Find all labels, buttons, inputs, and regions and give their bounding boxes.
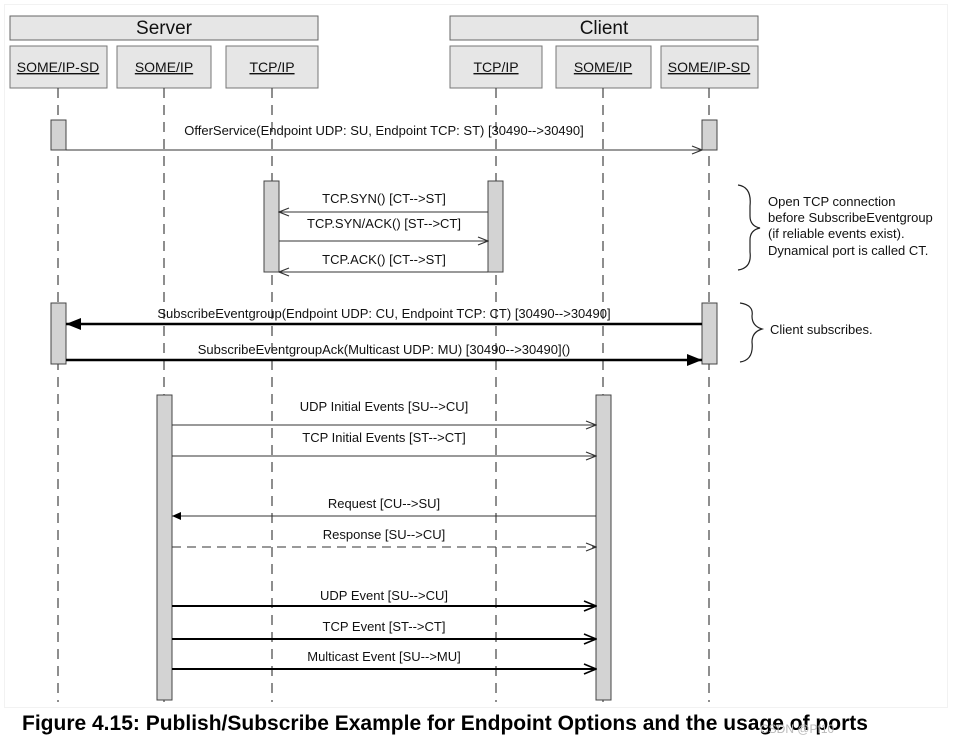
server-group-box (9, 15, 319, 41)
request-arrowhead (172, 512, 181, 520)
lifeline-label: SOME/IP-SD (17, 59, 99, 75)
message-subscribe-eventgroup-ack: SubscribeEventgroupAck(Multicast UDP: MU… (66, 342, 702, 366)
message-label: TCP Initial Events [ST-->CT] (302, 430, 465, 445)
activation-bar (50, 302, 67, 365)
message-label: Multicast Event [SU-->MU] (307, 649, 461, 664)
figure-caption: Figure 4.15: Publish/Subscribe Example f… (22, 712, 868, 735)
message-tcp-initial-events: TCP Initial Events [ST-->CT] (172, 430, 596, 456)
message-label: TCP.SYN/ACK() [ST-->CT] (307, 216, 461, 231)
message-multicast-event: Multicast Event [SU-->MU] (172, 649, 596, 669)
message-tcp-syn-ack: TCP.SYN/ACK() [ST-->CT] (279, 216, 488, 241)
activation-bar (701, 302, 718, 365)
message-label: TCP Event [ST-->CT] (323, 619, 446, 634)
message-tcp-ack: TCP.ACK() [CT-->ST] (279, 252, 488, 272)
message-label: TCP.ACK() [CT-->ST] (322, 252, 446, 267)
activation-bar (701, 119, 718, 151)
message-label: SubscribeEventgroup(Endpoint UDP: CU, En… (157, 306, 610, 321)
lifeline-header-client-someip-sd: SOME/IP-SD (660, 45, 759, 89)
note-line: (if reliable events exist). (768, 226, 905, 241)
note-line: Open TCP connection (768, 194, 895, 209)
message-udp-initial-events: UDP Initial Events [SU-->CU] (172, 399, 596, 425)
message-request: Request [CU-->SU] (172, 496, 596, 520)
activation-bar (156, 394, 173, 701)
server-group-label: Server (136, 18, 193, 39)
note-line: Dynamical port is called CT. (768, 243, 928, 258)
message-udp-event: UDP Event [SU-->CU] (172, 588, 596, 606)
client-group-box (449, 15, 759, 41)
lifeline-header-server-someip-sd: SOME/IP-SD (9, 45, 108, 89)
message-offer-service: OfferService(Endpoint UDP: SU, Endpoint … (66, 123, 702, 150)
message-label: Response [SU-->CU] (323, 527, 445, 542)
brace-client-subscribes (739, 302, 765, 363)
lifeline-label: SOME/IP (574, 59, 632, 75)
message-label: UDP Initial Events [SU-->CU] (300, 399, 468, 414)
note-client-subscribes: Client subscribes. (770, 322, 873, 337)
message-label: OfferService(Endpoint UDP: SU, Endpoint … (184, 123, 583, 138)
message-tcp-event: TCP Event [ST-->CT] (172, 619, 596, 639)
activation-bar (50, 119, 67, 151)
message-label: SubscribeEventgroupAck(Multicast UDP: MU… (198, 342, 570, 357)
message-subscribe-eventgroup: SubscribeEventgroup(Endpoint UDP: CU, En… (66, 306, 702, 330)
message-label: UDP Event [SU-->CU] (320, 588, 448, 603)
brace-tcp-connection (737, 184, 761, 271)
client-group-label: Client (580, 18, 629, 39)
lifeline-header-server-tcpip: TCP/IP (225, 45, 319, 89)
activation-bar (263, 180, 280, 273)
lifeline-header-client-someip: SOME/IP (555, 45, 652, 89)
watermark: CSDN @Pf10 (760, 722, 835, 736)
activation-bar (487, 180, 504, 273)
lifeline-label: TCP/IP (473, 59, 518, 75)
message-label: TCP.SYN() [CT-->ST] (322, 191, 446, 206)
message-label: Request [CU-->SU] (328, 496, 440, 511)
message-response: Response [SU-->CU] (172, 527, 596, 547)
message-tcp-syn: TCP.SYN() [CT-->ST] (279, 191, 488, 212)
lifeline-label: TCP/IP (249, 59, 294, 75)
lifeline-label: SOME/IP (135, 59, 193, 75)
lifeline-header-client-tcpip: TCP/IP (449, 45, 543, 89)
note-line: before SubscribeEventgroup (768, 210, 933, 225)
activation-bar (595, 394, 612, 701)
lifeline-header-server-someip: SOME/IP (116, 45, 212, 89)
lifeline-label: SOME/IP-SD (668, 59, 750, 75)
